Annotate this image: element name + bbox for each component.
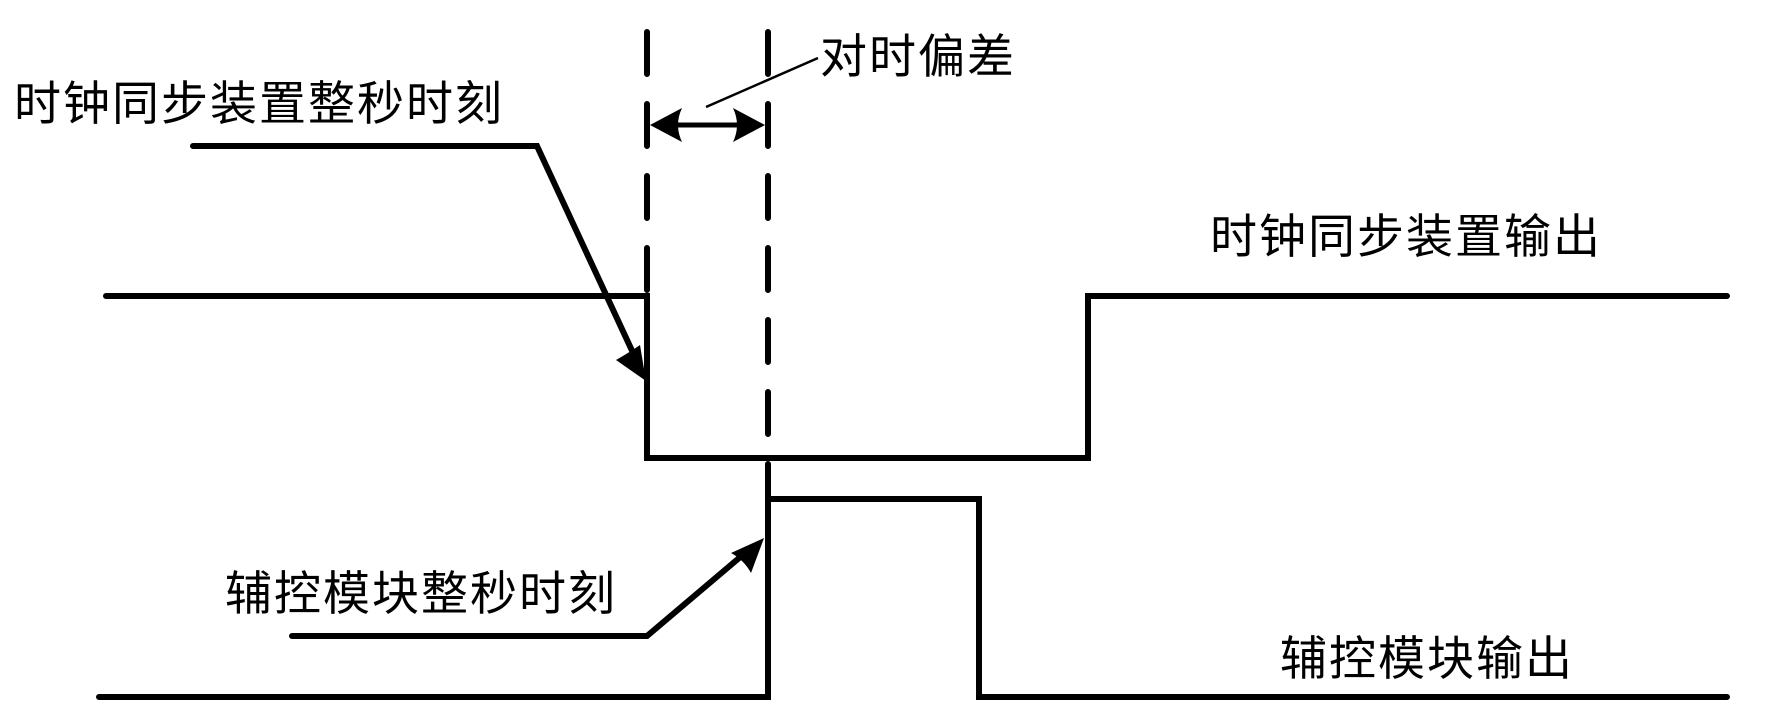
- label-sync-device-output: 时钟同步装置输出: [1210, 210, 1602, 265]
- sync-device-waveform: [103, 293, 1730, 461]
- aux-instant-leader: [289, 538, 764, 639]
- label-sync-device-second-instant: 时钟同步装置整秒时刻: [14, 77, 504, 132]
- aux-instant-arrowhead-icon: [731, 538, 764, 573]
- offset-label-leader: [705, 56, 819, 109]
- arrowhead-left-icon: [650, 108, 682, 142]
- label-aux-module-second-instant: 辅控模块整秒时刻: [225, 567, 617, 622]
- label-time-offset: 对时偏差: [820, 30, 1016, 85]
- label-aux-module-output: 辅控模块输出: [1280, 632, 1574, 687]
- aux-module-waveform: [96, 496, 1730, 700]
- sync-instant-leader: [190, 143, 646, 381]
- arrowhead-right-icon: [733, 108, 765, 142]
- sync-instant-arrowhead-icon: [616, 345, 646, 381]
- offset-double-arrow: [650, 108, 765, 142]
